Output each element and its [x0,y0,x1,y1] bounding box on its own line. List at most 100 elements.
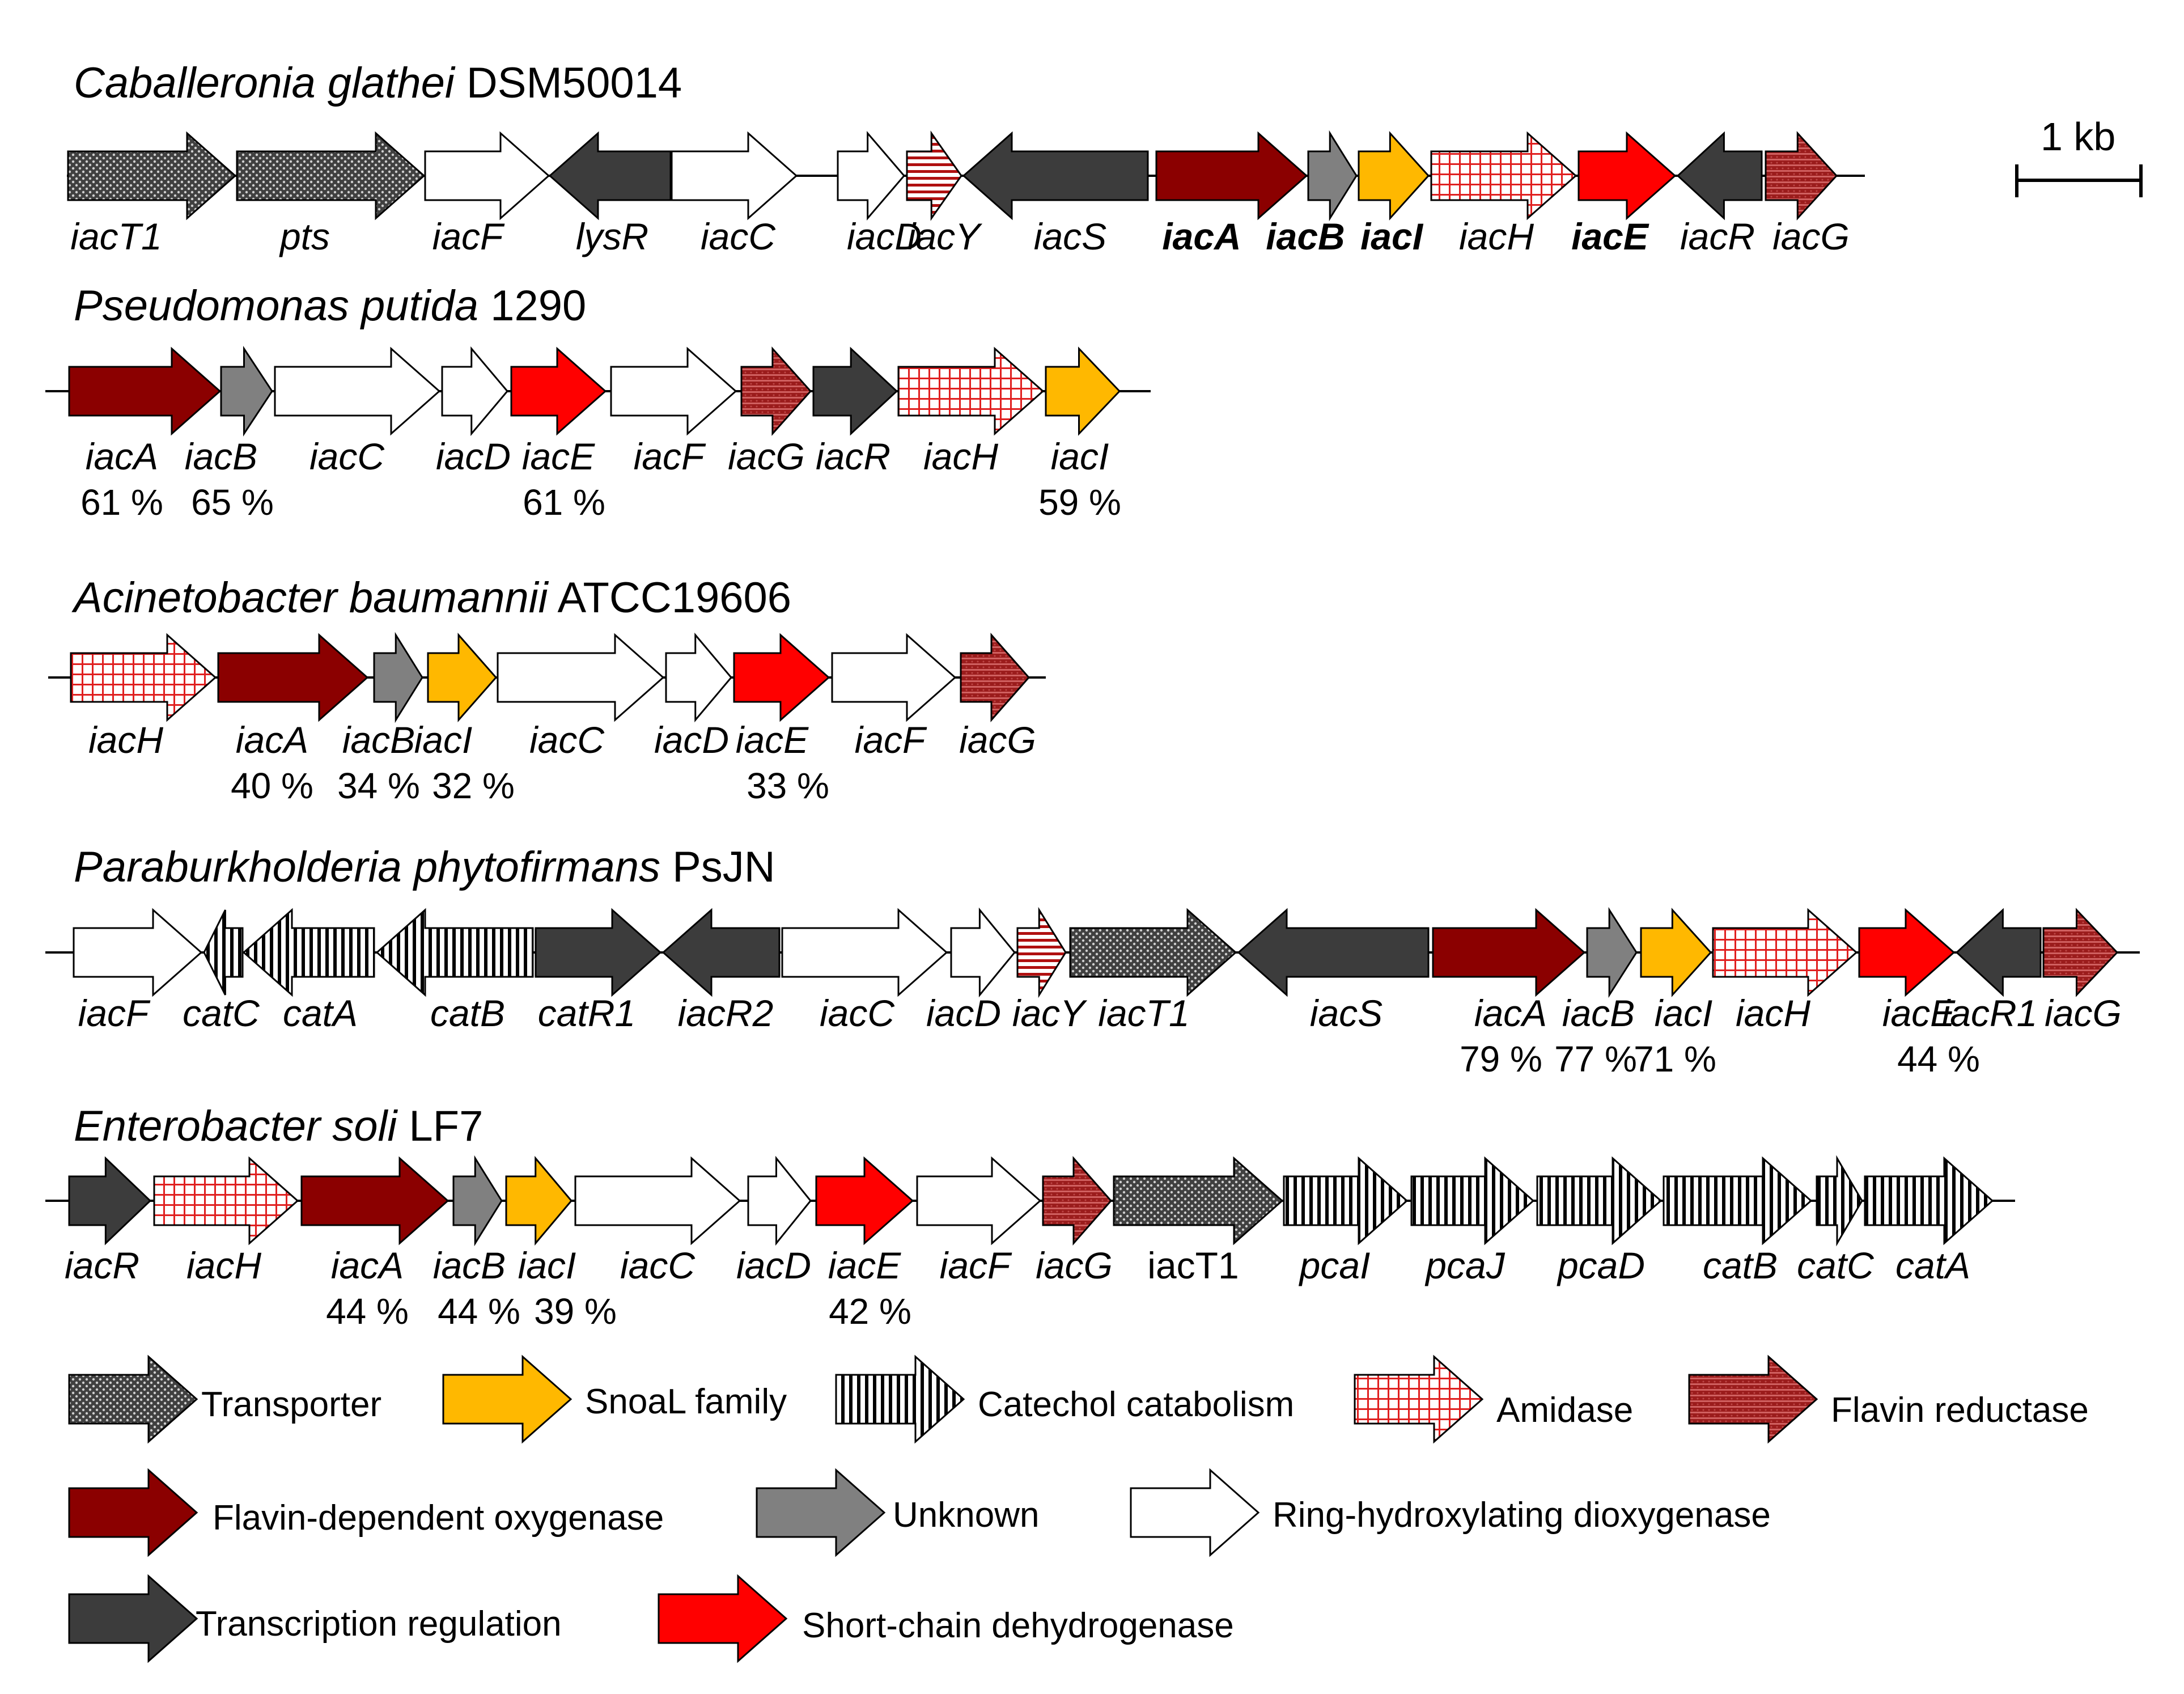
gene-label: iacG [1772,215,1850,257]
gene-arrow-iacR2 [661,908,781,997]
gene-arrow-pcaJ [1410,1156,1535,1246]
gene-arrow-iacR [1676,131,1763,221]
gene-arrow-iacT1 [67,131,237,221]
identity-percent: 61 % [80,482,163,523]
gene-label: iacB [1562,992,1635,1034]
gene-arrow-iacY [906,130,962,221]
gene-arrow-iacE [1858,908,1956,997]
gene-arrow-iacE [733,633,830,722]
gene-label: catC [183,992,260,1034]
gene-label: iacI [1051,435,1109,477]
gene-arrow-iacE [1577,131,1677,221]
organism-title: Paraburkholderia phytofirmans PsJN [74,843,775,891]
gene-arrow-iacF [73,908,203,997]
gene-arrow-iacB [220,346,273,437]
gene-arrow-iacD [665,632,732,723]
legend-label: Ring-hydroxylating dioxygenase [1273,1496,1771,1535]
legend-swatch [1130,1468,1260,1557]
gene-label: iacE [1571,215,1649,257]
gene-label: iacR2 [678,992,774,1034]
gene-label: pcaI [1299,1244,1371,1286]
organism-title: Acinetobacter baumannii ATCC19606 [71,574,791,622]
gene-arrow-iacF [610,346,737,436]
gene-label: iacB [185,435,257,477]
gene-arrow-iacH [1430,131,1577,221]
gene-arrow-iacT1 [1113,1156,1284,1246]
gene-label: iacF [78,992,151,1034]
gene-label: iacB [1266,215,1345,257]
identity-percent: 79 % [1460,1039,1542,1079]
gene-arrow-iacG [1042,1156,1112,1246]
organism-strain: ATCC19606 [548,574,792,622]
gene-arrow-iacS [1237,908,1430,997]
legend-swatch [1688,1354,1818,1444]
gene-arrow-iacC [274,346,441,436]
gene-arrow-iacD [950,907,1016,998]
gene-label: iacE [522,435,595,477]
gene-arrow-iacH [1712,908,1858,997]
gene-arrow-iacB [1307,130,1358,222]
gene-label: iacG [2045,992,2122,1034]
gene-arrow-iacH [897,346,1045,436]
legend-label: Unknown [893,1496,1039,1535]
legend-label: Short-chain dehydrogenase [802,1606,1234,1645]
gene-label: iacT1 [70,215,162,257]
gene-label: iacI [518,1244,576,1286]
gene-arrow-iacG [1765,131,1838,221]
gene-label: iacA [1474,992,1547,1034]
gene-label: lysR [576,215,648,257]
legend-swatch [1354,1354,1484,1444]
identity-percent: 42 % [829,1291,911,1332]
gene-label: iacE [736,719,809,761]
gene-label: iacA [236,719,308,761]
gene-arrow-iacD [837,130,905,221]
gene-arrow-catB [1663,1156,1813,1246]
gene-label: catA [1895,1244,1970,1286]
gene-arrow-iacG [960,633,1030,722]
gene-arrow-catC [1816,1155,1863,1247]
identity-percent: 44 % [1897,1039,1980,1079]
gene-arrow-iacC [781,908,948,997]
gene-label: iacC [529,719,605,761]
gene-label: iacA [331,1244,404,1286]
gene-arrow-catA [242,908,375,997]
gene-label: iacD [436,435,511,477]
gene-label: pts [279,215,330,257]
gene-arrow-iacD [441,346,508,437]
gene-label: iacC [309,435,385,477]
gene-label: iacS [1310,992,1383,1034]
legend-swatch [658,1574,788,1663]
organism-species-name: Acinetobacter baumannii [71,574,549,622]
organism-strain: LF7 [397,1102,483,1150]
gene-arrow-iacR [68,1156,152,1246]
gene-arrow-catB [375,908,534,997]
gene-arrow-iacE [510,346,607,436]
gene-label: iacH [1736,992,1810,1034]
gene-label: iacB [433,1244,506,1286]
organism-species-name: Caballeronia glathei [74,59,456,107]
gene-arrow-iacR [812,346,898,436]
gene-arrow-iacD [747,1155,812,1246]
gene-label: catR1 [538,992,635,1034]
gene-arrow-iacS [962,131,1149,221]
gene-label: iacF [432,215,505,257]
gene-arrow-iacI [1045,346,1121,436]
gene-label: iacG [1036,1244,1113,1286]
gene-label: catC [1797,1244,1875,1286]
gene-label: catB [1703,1244,1778,1286]
organism-species-name: Pseudomonas putida [74,282,478,330]
gene-label: iacB [342,719,415,761]
gene-label: iacD [736,1244,811,1286]
identity-percent: 34 % [337,765,420,806]
gene-label: iacC [620,1244,696,1286]
scale-bar: 1 kb [2015,115,2143,197]
gene-arrow-iacB [373,632,423,723]
organism-strain: 1290 [478,282,586,330]
gene-label: iacS [1034,215,1106,257]
gene-arrow-iacA [1432,908,1586,997]
legend-label: Amidase [1496,1391,1633,1430]
gene-arrow-iacB [452,1155,503,1247]
identity-percent: 39 % [534,1291,617,1332]
